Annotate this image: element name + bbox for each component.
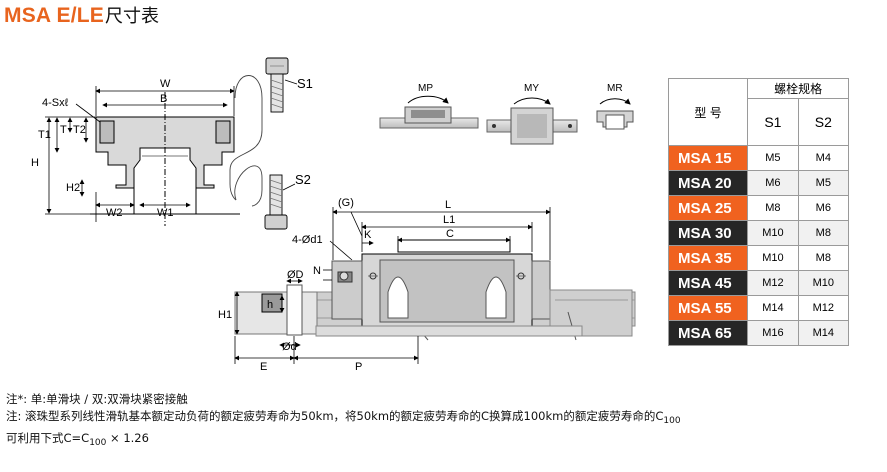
table-col-s1: S1 [747,98,799,146]
note-line-2-text: 注: 滚珠型系列线性滑轨基本额定动负荷的额定疲劳寿命为50km，将50km的额定… [6,409,664,423]
row-model: MSA 35 [667,245,749,271]
note-line-3-sub: 100 [89,438,107,448]
row-s1: M8 [747,195,799,221]
dim-d1: 4-Ød1 [292,234,323,246]
dim-holes: 4-Sxℓ [42,97,69,109]
dim-T1: T1 [38,129,51,141]
row-model: MSA 15 [667,145,749,171]
dim-H: H [31,157,39,169]
row-s1: M16 [747,320,799,346]
bolt-s1-label: S1 [297,76,313,91]
row-model: MSA 45 [667,270,749,296]
dim-L1: L1 [443,214,455,226]
note-line-3-tail: × 1.26 [106,431,149,445]
front-dimensions [45,86,235,222]
note-line-3-text: 可利用下式C=C [6,431,90,445]
dim-W1: W1 [157,207,174,219]
footnotes: 注*: 单:单滑块 / 双:双滑块紧密接触 注: 滚珠型系列线性滑轨基本额定动负… [6,391,681,452]
note-line-1: 注*: 单:单滑块 / 双:双滑块紧密接触 [6,392,188,406]
dim-G: (G) [338,197,354,209]
table-col-s2: S2 [797,98,850,146]
page-title-suffix: 尺寸表 [105,6,159,27]
dim-W2: W2 [106,207,123,219]
table-group-header: 螺栓规格 [747,78,849,99]
row-s1: M6 [747,170,799,196]
bolt-s2-label: S2 [295,172,311,187]
dim-B: B [160,93,167,105]
row-s2: M10 [797,270,850,296]
moment-mr-icon [596,98,634,130]
bolt-callout-curves [229,75,263,207]
table-row: MSA 35 M10 M8 [667,245,850,271]
side-view [234,239,636,341]
dim-K: K [364,229,372,241]
row-model: MSA 55 [667,295,749,321]
side-dimension-text: (G) L L1 C K 4-Ød1 N ØD h H1 Ød E P [218,197,455,373]
front-dimension-text: W B 4-Sxℓ T1 T T2 H H2 W2 W1 [31,78,174,219]
page-title: MSA E/LE 尺寸表 [4,2,159,32]
note-line-2-sub: 100 [663,416,681,426]
moment-mp-label: MP [418,83,433,94]
side-dimensions [234,207,551,364]
dim-P: P [355,361,362,373]
table-row: MSA 65 M16 M14 [667,320,850,346]
dim-H1: H1 [218,309,232,321]
dim-d: Ød [282,341,297,353]
dim-h: h [267,299,273,311]
table-model-header: 型 号 [667,78,749,146]
row-s1: M10 [747,245,799,271]
bolt-s1 [265,57,289,113]
table-row: MSA 25 M8 M6 [667,195,850,221]
note-line-2: 注: 滚珠型系列线性滑轨基本额定动负荷的额定疲劳寿命为50km，将50km的额定… [6,408,681,430]
row-model: MSA 65 [667,320,749,346]
row-s1: M12 [747,270,799,296]
row-s2: M8 [797,245,850,271]
row-model: MSA 30 [667,220,749,246]
row-s2: M4 [797,145,850,171]
moment-my-label: MY [524,83,539,94]
row-s2: M6 [797,195,850,221]
row-s1: M5 [747,145,799,171]
moment-mr-label: MR [607,83,623,94]
dim-T2: T2 [73,124,86,136]
row-s2: M14 [797,320,850,346]
row-s2: M8 [797,220,850,246]
bolt-s2 [264,174,288,230]
dim-N: N [313,265,321,277]
front-view [90,92,240,226]
table-row: MSA 55 M14 M12 [667,295,850,321]
table-row: MSA 30 M10 M8 [667,220,850,246]
table-row: MSA 20 M6 M5 [667,170,850,196]
moment-mp-icon [379,95,479,129]
note-line-3: 可利用下式C=C100 × 1.26 [6,430,681,452]
dim-D: ØD [287,269,304,281]
dim-T: T [60,124,67,136]
row-s1: M10 [747,220,799,246]
dim-H2: H2 [66,182,80,194]
bolt-spec-table: 型 号 螺栓规格 S1 S2 MSA 15 M5 M4 MSA 20 M6 M5… [667,78,850,346]
row-model: MSA 20 [667,170,749,196]
moment-my-icon [486,97,578,145]
row-s2: M12 [797,295,850,321]
row-model: MSA 25 [667,195,749,221]
dim-C: C [446,228,454,240]
table-row: MSA 45 M12 M10 [667,270,850,296]
row-s1: M14 [747,295,799,321]
dim-W: W [160,78,171,90]
page-title-model: MSA E/LE [4,4,104,27]
dim-E: E [260,361,267,373]
row-s2: M5 [797,170,850,196]
table-row: MSA 15 M5 M4 [667,145,850,171]
dim-L: L [445,199,451,211]
